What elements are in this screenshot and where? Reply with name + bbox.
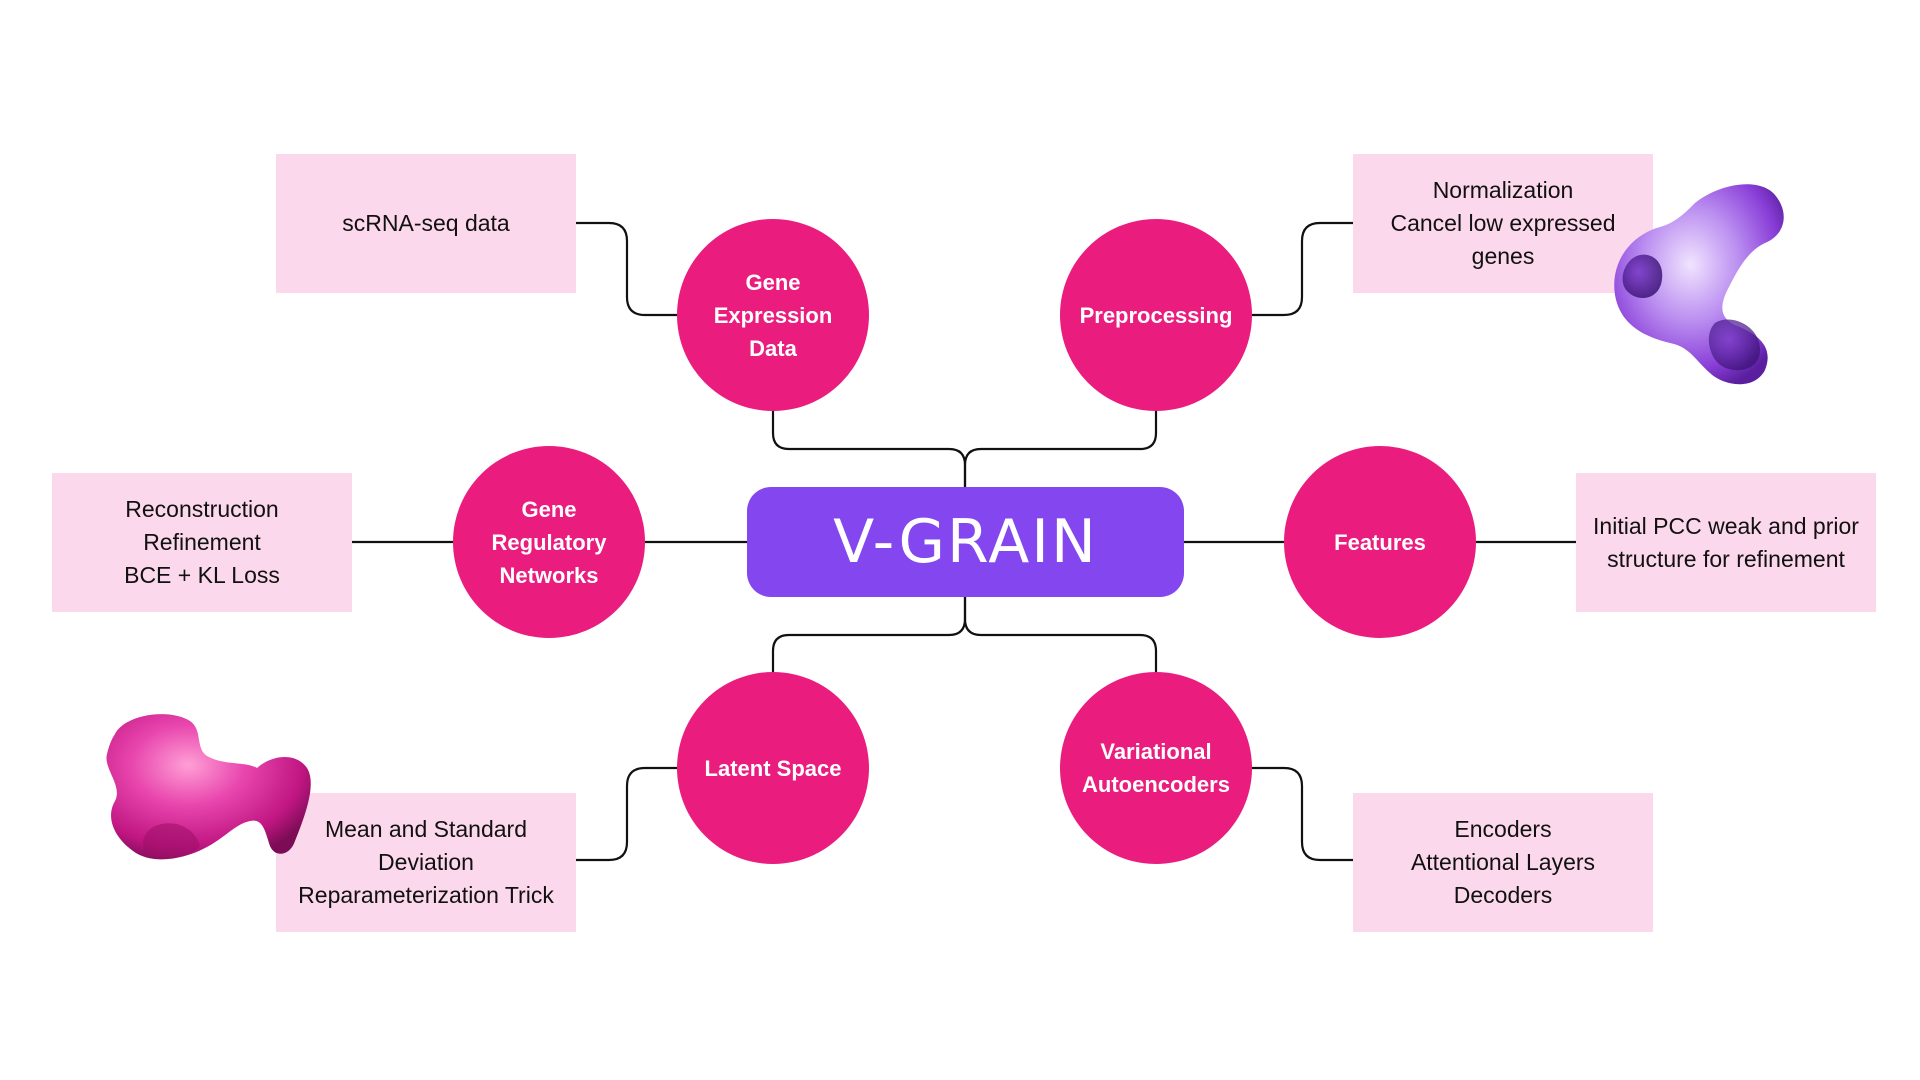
detail-line: Initial PCC weak and prior	[1593, 512, 1859, 539]
connector-center-vae	[963, 597, 1158, 672]
node-label-line: Networks	[499, 562, 599, 588]
node-label-line: Gene	[521, 496, 577, 522]
node-label-line: Expression	[713, 302, 833, 328]
detail-box-latent-space: Mean and Standard Deviation Reparameteri…	[276, 793, 576, 932]
detail-box-grn: Reconstruction Refinement BCE + KL Loss	[52, 473, 352, 612]
node-label-line: Preprocessing	[1079, 302, 1233, 328]
center-node-label: V-GRAIN	[833, 507, 1098, 577]
node-features: Features	[1284, 446, 1476, 638]
node-label-line: Gene	[745, 269, 801, 295]
detail-line: Cancel low expressed	[1390, 210, 1616, 236]
detail-line: structure for refinement	[1607, 545, 1845, 572]
node-latent-space: Latent Space	[677, 672, 869, 864]
detail-line: scRNA-seq data	[342, 210, 510, 236]
detail-line: BCE + KL Loss	[124, 562, 280, 588]
detail-box-vae: Encoders Attentional Layers Decoders	[1353, 793, 1653, 932]
detail-line: Encoders	[1454, 816, 1552, 842]
node-label-line: Features	[1334, 529, 1426, 555]
detail-line: genes	[1471, 243, 1535, 269]
detail-line: Normalization	[1432, 177, 1574, 203]
detail-line: Mean and Standard	[324, 816, 528, 842]
connector-center-latent-space	[771, 597, 967, 672]
detail-box-scrna-seq: scRNA-seq data	[276, 154, 576, 293]
node-label-line: Regulatory	[491, 529, 607, 555]
center-node-v-grain: V-GRAIN	[747, 487, 1184, 597]
node-gene-expression-data: Gene Expression Data	[677, 219, 869, 411]
pink-blob-icon	[106, 714, 311, 860]
purple-blob-icon	[1614, 184, 1784, 385]
detail-line: Reconstruction	[125, 496, 279, 522]
detail-line: Reparameterization Trick	[298, 882, 554, 908]
connector-latent-space-box	[576, 766, 677, 862]
node-label-line: Variational	[1100, 739, 1212, 764]
node-gene-regulatory-networks: Gene Regulatory Networks	[453, 446, 645, 638]
detail-box-preprocessing: Normalization Cancel low expressed genes	[1353, 154, 1653, 293]
connector-center-gene-expression	[771, 410, 967, 487]
connector-preprocessing-box	[1252, 221, 1353, 317]
detail-line: Refinement	[143, 529, 261, 555]
node-label-line: Data	[749, 335, 797, 361]
detail-box-features: Initial PCC weak and prior structure for…	[1576, 473, 1876, 612]
node-variational-autoencoders: Variational Autoencoders	[1060, 672, 1252, 864]
connector-gene-expression-box	[576, 221, 677, 317]
connector-vae-box	[1252, 766, 1353, 862]
node-label-line: Latent Space	[704, 755, 842, 781]
detail-line: Decoders	[1453, 882, 1553, 908]
connector-center-preprocessing	[963, 410, 1158, 487]
detail-line: Attentional Layers	[1410, 849, 1596, 875]
detail-line: Deviation	[378, 849, 474, 875]
node-preprocessing: Preprocessing	[1060, 219, 1252, 411]
node-label-line: Autoencoders	[1082, 772, 1230, 797]
